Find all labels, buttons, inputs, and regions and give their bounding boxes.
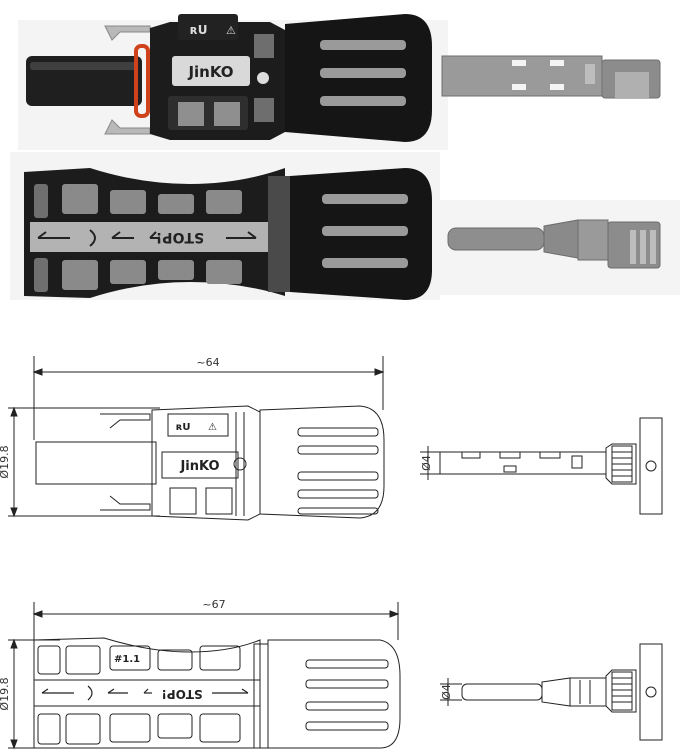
female-connector-photo: STOP! xyxy=(10,152,440,300)
female-stop-text: STOP! xyxy=(161,687,202,701)
svg-text:⚠: ⚠ xyxy=(208,422,217,433)
female-pin-drawing xyxy=(440,643,663,741)
female-diameter-dimension: Ø19.8 xyxy=(0,677,11,710)
female-pin-photo xyxy=(440,200,680,295)
male-pin-diameter: Ø4 xyxy=(420,455,433,471)
male-pin-drawing xyxy=(420,417,663,515)
female-connector-drawing xyxy=(8,602,401,750)
svg-text:ʀU: ʀU xyxy=(190,23,207,37)
male-connector-photo: JinKO ʀU ⚠ xyxy=(18,14,448,150)
oring xyxy=(134,44,150,118)
svg-text:ʀU: ʀU xyxy=(176,422,191,433)
male-connector-drawing xyxy=(8,356,385,521)
male-drawing-brand: JinKO xyxy=(179,459,219,474)
female-length-dimension: ~67 xyxy=(202,598,225,611)
stop-text-photo: STOP! xyxy=(156,229,204,245)
female-pin-diameter: Ø4 xyxy=(440,684,453,700)
female-part-mark: #1.1 xyxy=(114,654,140,665)
svg-text:⚠: ⚠ xyxy=(226,24,236,37)
male-length-dimension: ~64 xyxy=(196,356,219,369)
male-diameter-dimension: Ø19.8 xyxy=(0,445,11,478)
male-pin-photo xyxy=(441,55,661,99)
brand-label: JinKO xyxy=(187,63,233,81)
